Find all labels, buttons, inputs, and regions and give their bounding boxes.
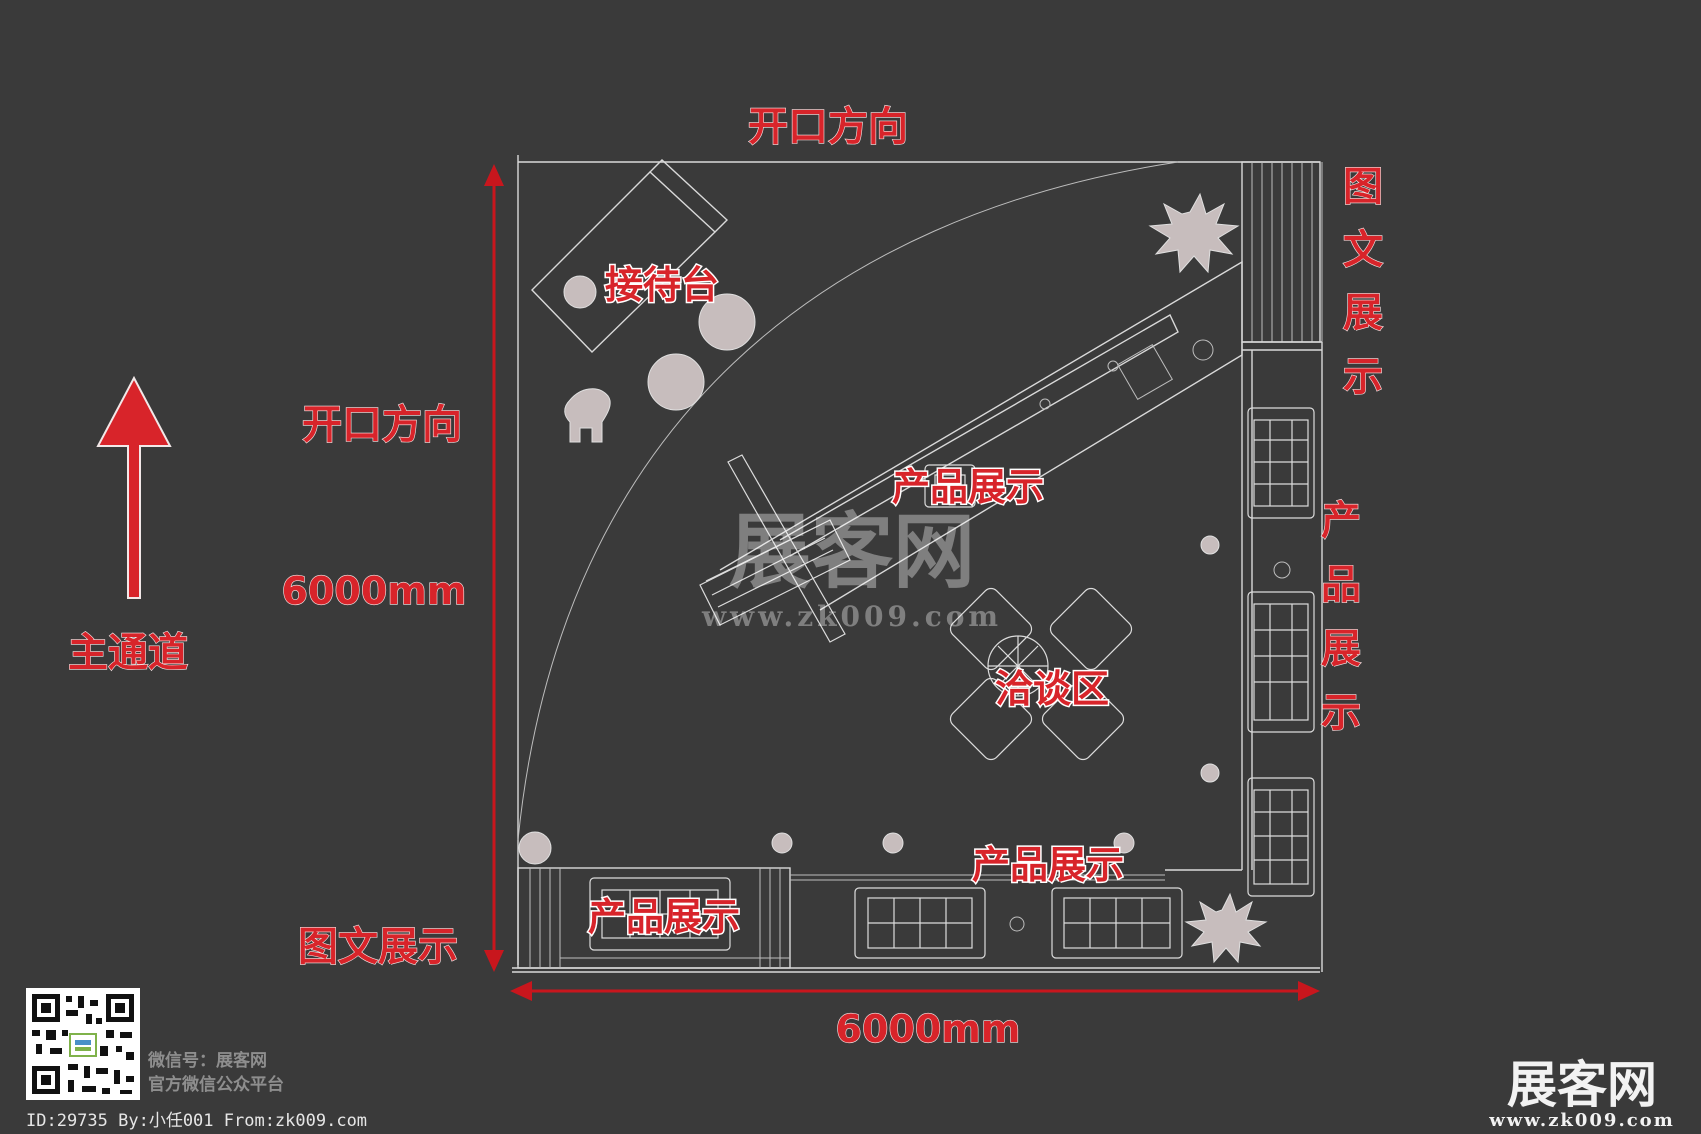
qr-code xyxy=(26,988,140,1100)
footer-logo-url: www.zk009.com xyxy=(1488,1110,1675,1131)
width-dimension-label: 6000mm xyxy=(836,1007,1021,1051)
footer-logo: 展客网 xyxy=(1507,1055,1657,1114)
right-product-wall xyxy=(1165,341,1323,972)
right-product-label: 产 品 展 示 xyxy=(1320,497,1361,736)
right-graphic-label: 图 文 展 示 xyxy=(1342,163,1383,400)
top-opening-label: 开口方向 xyxy=(748,104,908,150)
right-product-char-3: 展 xyxy=(1321,626,1361,672)
negotiation-area xyxy=(949,587,1133,761)
watermark-url: www.zk009.com xyxy=(701,600,1002,633)
right-product-char-1: 产 xyxy=(1321,498,1361,544)
plant-bottom-right xyxy=(1184,892,1268,964)
plant-top-right xyxy=(1148,192,1240,274)
showcase-unit-2 xyxy=(1247,591,1315,733)
qr-caption-line2: 官方微信公众平台 xyxy=(148,1074,284,1095)
main-aisle-label: 主通道 xyxy=(68,630,188,676)
showcase-unit-1 xyxy=(1247,407,1315,519)
negotiation-label: 洽谈区 xyxy=(995,667,1109,711)
right-product-char-4: 示 xyxy=(1321,690,1361,736)
right-graphic-char-4: 示 xyxy=(1343,354,1383,400)
bottom-unit-3 xyxy=(1051,887,1183,959)
height-dimension-label: 6000mm xyxy=(282,569,467,613)
round-table-2 xyxy=(647,353,705,411)
bottom-product-right-label: 产品展示 xyxy=(972,843,1124,887)
right-graphic-wall xyxy=(1241,161,1323,343)
center-product-display xyxy=(699,260,1243,643)
bottom-display-units xyxy=(518,831,1183,959)
footer-credit: ID:29735 By:小任001 From:zk009.com xyxy=(26,1111,367,1131)
watermark-main: 展客网 xyxy=(729,504,975,600)
right-graphic-char-1: 图 xyxy=(1343,164,1383,210)
reception-desk xyxy=(531,159,729,353)
bottom-graphic-wall xyxy=(517,867,1165,969)
bottom-unit-2 xyxy=(854,887,986,959)
right-graphic-char-2: 文 xyxy=(1343,227,1383,273)
reception-label: 接待台 xyxy=(605,263,719,307)
main-aisle-arrow xyxy=(96,375,172,599)
showcase-unit-3 xyxy=(1247,777,1315,897)
round-table-1 xyxy=(698,293,756,351)
bottom-left-graphic-label: 图文展示 xyxy=(298,924,458,970)
right-product-char-2: 品 xyxy=(1321,562,1361,608)
bottom-unit-1 xyxy=(589,877,731,951)
floor-arc xyxy=(517,161,1179,841)
width-dimension xyxy=(510,981,1320,1001)
qr-caption-line1: 微信号：展客网 xyxy=(147,1050,267,1071)
height-dimension xyxy=(484,164,504,972)
left-opening-label: 开口方向 xyxy=(302,402,462,448)
bottom-product-left-label: 产品展示 xyxy=(588,895,740,939)
center-product-label: 产品展示 xyxy=(892,465,1044,509)
stool-1 xyxy=(564,388,611,443)
right-graphic-char-3: 展 xyxy=(1343,290,1383,336)
